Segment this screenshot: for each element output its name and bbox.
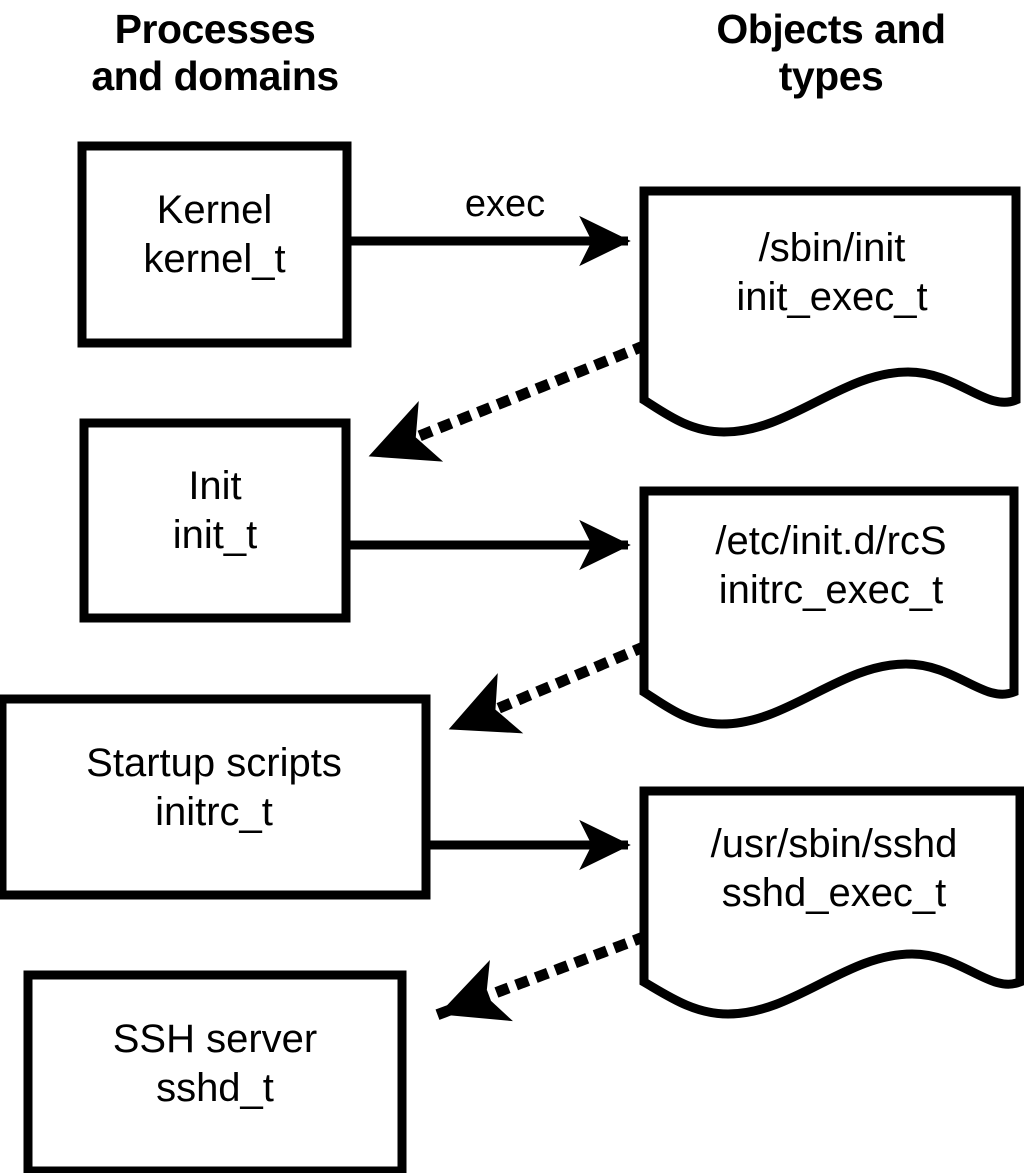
object-doc-sshd-exec[interactable]: [639, 786, 1024, 1019]
process-box-sshd[interactable]: [23, 970, 407, 1173]
process-box-init[interactable]: [79, 418, 351, 623]
column-header-processes: Processes and domains: [91, 6, 339, 99]
column-header-objects: Objects and types: [716, 6, 946, 99]
process-box-kernel[interactable]: [77, 141, 352, 348]
object-doc-init-exec[interactable]: [639, 186, 1021, 437]
process-box-initrc[interactable]: [0, 694, 431, 900]
edge-init-transition: [364, 339, 649, 463]
object-doc-initrc-exec[interactable]: [639, 486, 1019, 729]
edge-initrc-transition: [444, 640, 649, 736]
edge-sshd-transition: [434, 930, 649, 1022]
edge-label-exec: exec: [464, 183, 546, 225]
